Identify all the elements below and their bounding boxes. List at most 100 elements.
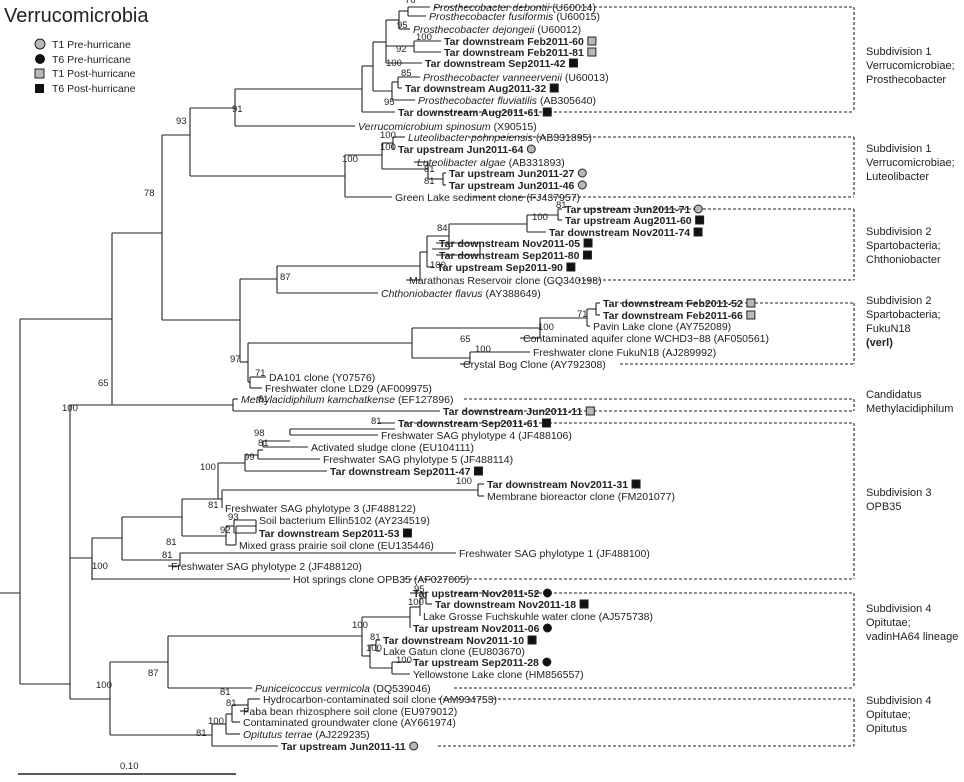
group-label: (verl): [866, 337, 893, 349]
scale-bar-label: 0.10: [120, 761, 139, 772]
taxon-accession: (JF488106): [515, 430, 572, 442]
bootstrap-value: 100: [416, 32, 432, 43]
group-label: Luteolibacter: [866, 171, 929, 183]
taxon-name: Tar downstream Nov2011-18: [435, 599, 576, 611]
taxon-name: Hot springs clone OPB35: [293, 574, 411, 586]
square-black-icon: [695, 215, 705, 225]
taxon-label: Lake Grosse Fuchskuhle water clone (AJ57…: [423, 611, 653, 623]
bootstrap-value: 100: [538, 322, 554, 333]
group-label: vadinHA64 lineage: [866, 631, 958, 643]
taxon-name: Freshwater clone LD29: [265, 383, 374, 395]
taxon-label: Luteolibacter pohnpeiensis (AB331895): [408, 132, 592, 144]
taxon-label: Tar downstream Sep2011-47: [330, 466, 471, 478]
taxon-name: Tar downstream Aug2011-61: [398, 107, 539, 119]
bootstrap-value: 100: [380, 130, 396, 141]
taxon-label: Prosthecobacter fluviatilis (AB305640): [418, 95, 596, 107]
group-label: Subdivision 1: [866, 46, 931, 58]
figure-title: Verrucomicrobia: [4, 5, 149, 27]
taxon-label: Tar downstream Nov2011-10: [383, 635, 524, 647]
taxon-label: Activated sludge clone (EU104111): [311, 442, 474, 454]
taxon-label: Crystal Bog Clone (AY792308): [463, 359, 606, 371]
bootstrap-value: 81: [166, 537, 177, 548]
taxon-name: Tar downstream Feb2011-52: [603, 298, 743, 310]
taxon-accession: (AB331895): [533, 132, 592, 144]
taxon-name: Freshwater SAG phylotype 4: [381, 430, 515, 442]
taxon-name: Tar downstream Sep2011-42: [425, 58, 566, 70]
bootstrap-value: 97: [230, 354, 241, 365]
legend-circle-gray-icon: [34, 38, 46, 50]
taxon-name: Tar upstream Jun2011-46: [449, 180, 574, 192]
taxon-accession: (AJ575738): [596, 611, 653, 623]
circle-gray-icon: [577, 168, 587, 178]
bootstrap-value: 100: [430, 260, 446, 271]
group-labels: Subdivision 1Verrucomicrobiae;Prosthecob…: [866, 46, 958, 735]
square-black-icon: [566, 262, 576, 272]
taxon-accession: (AB305640): [537, 95, 596, 107]
group-label: Prosthecobacter: [866, 74, 946, 86]
bootstrap-value: 81: [371, 416, 382, 427]
bootstrap-value: 85: [401, 68, 412, 79]
taxon-name: Tar downstream Sep2011-47: [330, 466, 471, 478]
taxon-name: Hydrocarbon-contaminated soil clone: [263, 694, 437, 706]
taxon-accession: (EF127896): [395, 394, 453, 406]
taxon-name: Tar downstream Nov2011-74: [549, 227, 690, 239]
taxon-label: Prosthecobacter debontii (U60014): [433, 2, 596, 14]
taxon-accession: (U60012): [534, 24, 581, 36]
square-black-icon: [582, 250, 592, 260]
taxon-accession: (FJ437957): [523, 192, 580, 204]
legend-square-black-icon: [35, 84, 44, 93]
legend: T1 Pre-hurricane T6 Pre-hurricane T1 Pos…: [34, 38, 136, 95]
taxon-name: Contaminated aquifer clone WCHD3−88: [523, 333, 711, 345]
bootstrap-value: 98: [254, 428, 265, 439]
taxon-name: Lake Gatun clone: [383, 646, 465, 658]
taxon-name: Freshwater SAG phylotype 5: [323, 454, 457, 466]
legend-label: T1 Post-hurricane: [52, 68, 136, 80]
taxon-name: Prosthecobacter fusiformis: [429, 11, 554, 23]
taxon-label: Tar downstream Aug2011-61: [398, 107, 539, 119]
taxon-name: Chthoniobacter flavus: [381, 288, 483, 300]
circle-gray-icon: [526, 144, 536, 154]
taxon-label: Prosthecobacter vanneervenii (U60013): [423, 72, 609, 84]
taxon-name: Yellowstone Lake clone: [413, 669, 523, 681]
taxon-label: Yellowstone Lake clone (HM856557): [413, 669, 584, 681]
taxon-label: Tar downstream Nov2011-18: [435, 599, 576, 611]
taxon-label: Freshwater SAG phylotype 5 (JF488114): [323, 454, 513, 466]
bootstrap-value: 78: [144, 188, 155, 199]
taxon-name: Green Lake sediment clone: [395, 192, 524, 204]
taxon-label: Tar downstream Jun2011-11: [443, 406, 582, 418]
bootstrap-value: 100: [62, 403, 78, 414]
taxon-label: Hot springs clone OPB35 (AF027005): [293, 574, 469, 586]
square-black-icon: [693, 227, 703, 237]
taxon-accession: (AY234519): [372, 515, 430, 527]
tree-branches: [0, 6, 600, 747]
group-label: Methylacidiphilum: [866, 403, 953, 415]
group-label: Spartobacteria;: [866, 309, 941, 321]
taxon-label: Freshwater clone FukuN18 (AJ289992): [533, 347, 716, 359]
bootstrap-value: 81: [220, 687, 231, 698]
taxon-name: Tar downstream Sep2011-61: [398, 418, 539, 430]
bootstrap-value: 100: [366, 643, 382, 654]
bootstrap-value: 100: [342, 154, 358, 165]
group-label: Subdivision 2: [866, 226, 931, 238]
square-black-icon: [542, 107, 552, 117]
taxon-name: Tar upstream Jun2011-11: [281, 741, 406, 753]
taxon-name: Tar upstream Jun2011-27: [449, 168, 574, 180]
square-black-icon: [541, 418, 551, 428]
taxon-name: Tar downstream Nov2011-10: [383, 635, 524, 647]
taxon-accession: (AB331893): [506, 157, 565, 169]
taxon-name: Prosthecobacter fluviatilis: [418, 95, 538, 107]
taxon-label: Tar downstream Feb2011-52: [603, 298, 743, 310]
taxon-label: Mixed grass prairie soil clone (EU135446…: [239, 540, 434, 552]
bootstrap-value: 100: [456, 476, 472, 487]
scale-bar: 0.10: [18, 761, 236, 775]
taxon-name: Marathonas Reservoir clone: [409, 275, 540, 287]
taxon-name: Tar upstream Nov2011-52: [413, 588, 540, 600]
taxon-name: Tar downstream Nov2011-05: [439, 238, 580, 250]
taxon-label: Puniceicoccus vermicola (DQ539046): [255, 683, 431, 695]
square-black-icon: [527, 635, 537, 645]
taxon-label: Tar downstream Sep2011-42: [425, 58, 566, 70]
legend-label: T6 Post-hurricane: [52, 83, 136, 95]
bootstrap-value: 92: [396, 44, 407, 55]
circle-gray-icon: [577, 180, 587, 190]
bootstrap-value: 92: [220, 525, 231, 536]
